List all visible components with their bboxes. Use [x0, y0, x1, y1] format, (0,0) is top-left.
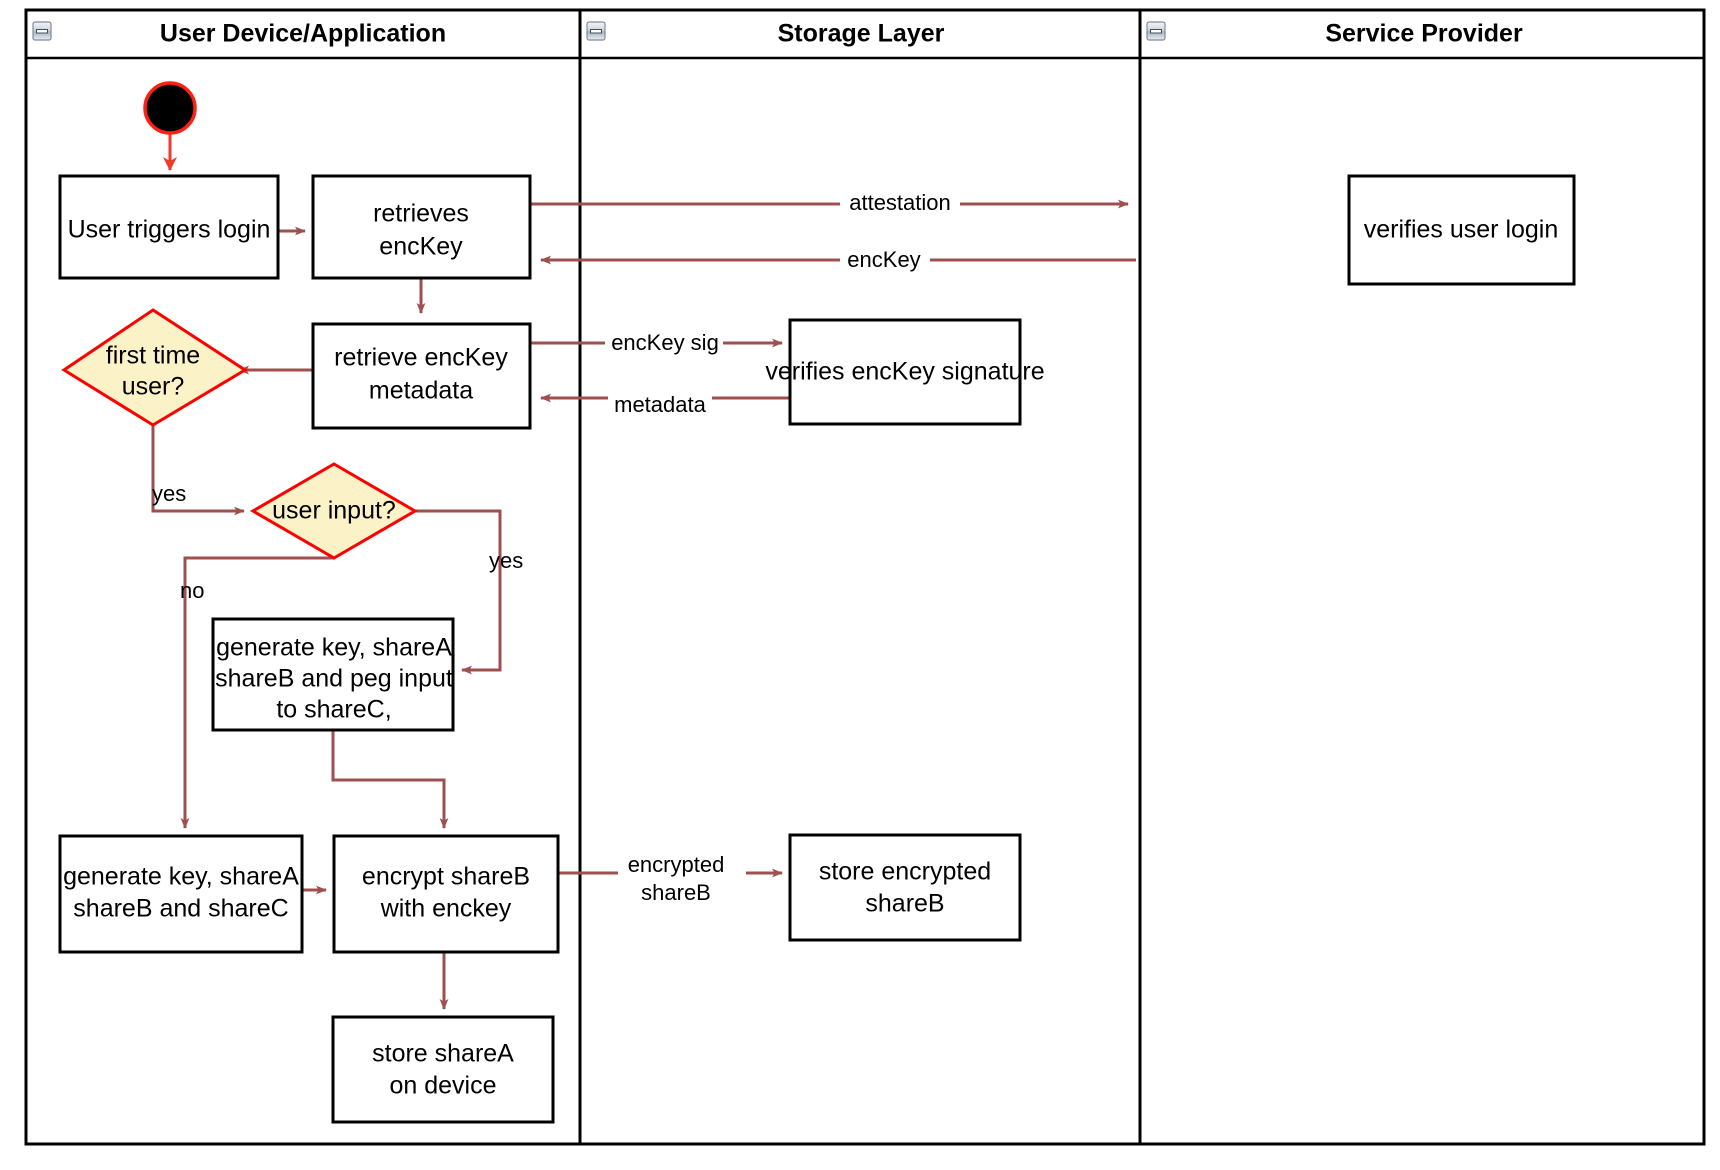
node-user-triggers-login-label: User triggers login — [68, 216, 271, 244]
edge-generate-peg-to-encrypt-shareb — [331, 730, 449, 829]
node-store-sharea-line1: store shareA — [372, 1040, 514, 1068]
node-generate-shares-line1: generate key, shareA — [63, 863, 299, 891]
node-generate-shares[interactable]: generate key, shareA shareB and shareC — [58, 834, 304, 954]
node-store-encrypted-shareb-line1: store encrypted — [819, 858, 991, 886]
node-retrieve-enckey-metadata-line1: retrieve encKey — [334, 344, 508, 372]
node-verifies-enckey-signature[interactable]: verifies encKey signature — [765, 318, 1045, 426]
edge-label-enckey-text: encKey — [847, 247, 920, 272]
node-generate-peg-shares[interactable]: generate key, shareA shareB and peg inpu… — [211, 617, 455, 732]
initial-node[interactable] — [143, 81, 197, 135]
node-user-triggers-login[interactable]: User triggers login — [58, 174, 280, 280]
node-decision-user-input[interactable]: user input? — [250, 462, 418, 560]
edge-user-input-no-to-generate-shares — [180, 556, 334, 829]
edge-label-encrypted-shareb-line1: encrypted — [628, 852, 725, 877]
edge-label-attestation: attestation — [840, 190, 960, 217]
edge-label-attestation-text: attestation — [849, 190, 951, 215]
lane-title-service-provider: Service Provider — [1325, 20, 1523, 48]
lane-header-service-provider[interactable]: Service Provider — [1146, 20, 1523, 48]
node-generate-shares-line2: shareB and shareC — [73, 895, 288, 923]
node-encrypt-shareb-line1: encrypt shareB — [362, 863, 530, 891]
node-decision-first-time-user[interactable]: first time user? — [61, 308, 248, 427]
edge-label-enckey: encKey — [840, 247, 930, 274]
node-decision-first-time-user-line1: first time — [106, 342, 200, 370]
swimlane-frame — [24, 8, 1706, 1146]
collapse-minus-icon[interactable] — [1146, 21, 1166, 41]
node-generate-peg-shares-line1: generate key, shareA — [216, 634, 452, 662]
collapse-minus-icon[interactable] — [586, 21, 606, 41]
node-generate-peg-shares-line2: shareB and peg input — [215, 665, 453, 693]
node-store-encrypted-shareb-line2: shareB — [865, 890, 944, 918]
edge-user-input-yes-to-generate-peg — [415, 509, 502, 675]
node-decision-user-input-label: user input? — [272, 497, 396, 525]
node-retrieves-enckey[interactable]: retrieves encKey — [311, 174, 532, 280]
node-retrieves-enckey-line2: encKey — [379, 233, 463, 261]
node-verifies-user-login-label: verifies user login — [1364, 216, 1559, 244]
edge-label-first-time-yes: yes — [152, 481, 186, 506]
edge-label-enckey-sig-text: encKey sig — [611, 330, 719, 355]
edge-label-user-input-no: no — [180, 578, 204, 603]
node-retrieves-enckey-line1: retrieves — [373, 200, 469, 228]
edge-label-enckey-sig: encKey sig — [605, 330, 723, 356]
node-encrypt-shareb-line2: with enckey — [380, 895, 512, 923]
edge-label-encrypted-shareb: encrypted shareB — [618, 852, 746, 909]
node-decision-first-time-user-line2: user? — [122, 373, 185, 401]
node-verifies-user-login[interactable]: verifies user login — [1347, 174, 1576, 286]
edge-label-user-input-yes: yes — [489, 548, 523, 573]
node-retrieve-enckey-metadata[interactable]: retrieve encKey metadata — [311, 322, 532, 430]
lane-header-storage[interactable]: Storage Layer — [586, 20, 945, 48]
node-encrypt-shareb[interactable]: encrypt shareB with enckey — [332, 834, 560, 954]
edge-label-metadata: metadata — [608, 392, 712, 418]
node-verifies-enckey-signature-label: verifies encKey signature — [765, 358, 1044, 386]
lane-header-user-device[interactable]: User Device/Application — [32, 20, 446, 48]
collapse-minus-icon[interactable] — [32, 21, 52, 41]
node-store-sharea-on-device[interactable]: store shareA on device — [331, 1015, 555, 1124]
lane-title-storage: Storage Layer — [778, 20, 945, 48]
lane-title-user-device: User Device/Application — [160, 20, 446, 48]
node-store-sharea-line2: on device — [389, 1072, 496, 1100]
node-generate-peg-shares-line3: to shareC, — [276, 696, 391, 724]
node-store-encrypted-shareb[interactable]: store encrypted shareB — [788, 833, 1022, 942]
node-retrieve-enckey-metadata-line2: metadata — [369, 377, 473, 405]
edge-label-metadata-text: metadata — [614, 392, 706, 417]
edge-label-encrypted-shareb-line2: shareB — [641, 880, 711, 905]
edge-first-time-yes-to-user-input — [151, 413, 245, 516]
